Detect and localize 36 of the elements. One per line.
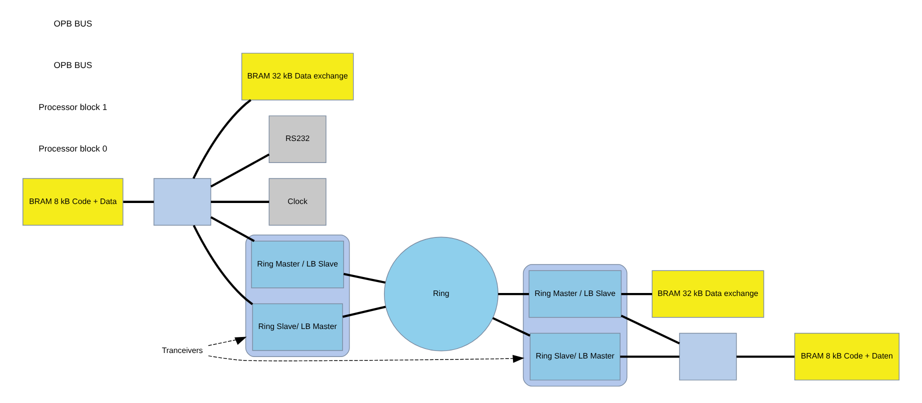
connector [192, 224, 254, 306]
connector [123, 200, 154, 203]
node-box: Ring Slave/ LB Master [252, 303, 343, 351]
node-box: BRAM 32 kB Data exchange [652, 270, 764, 318]
node-box: RS232 [268, 115, 326, 163]
label: Processor block 1 [38, 102, 108, 112]
connector [492, 317, 530, 337]
connector [210, 216, 255, 242]
arrow [208, 354, 524, 363]
connector [498, 292, 529, 296]
connector [342, 306, 386, 318]
node-box: BRAM 8 kB Code + Data [22, 178, 124, 226]
node-box: BRAM 8 kB Code + Daten [794, 332, 900, 380]
label: OPB BUS [54, 60, 92, 70]
label: Processor block 0 [38, 144, 108, 154]
node-text: Tranceivers [162, 346, 203, 355]
node-box: Ring Master / LB Slave [528, 270, 622, 318]
cluster [245, 234, 350, 358]
cluster [522, 264, 628, 387]
node-box [679, 332, 737, 380]
node-box: Clock [268, 178, 326, 226]
node-box: Ring Slave/ LB Master [530, 332, 620, 380]
connector [621, 292, 652, 296]
connector [736, 356, 794, 358]
node-circle: Ring [384, 236, 498, 352]
connector [210, 154, 270, 188]
node-box: Ring Master / LB Slave [251, 240, 344, 288]
arrow [208, 336, 247, 346]
connector [343, 272, 386, 284]
connector [620, 314, 680, 344]
node-box: BRAM 32 kB Data exchange [241, 52, 354, 100]
connector [192, 99, 252, 179]
node-box [154, 178, 212, 226]
connector [210, 200, 270, 203]
connector [620, 356, 680, 358]
label: OPB BUS [54, 18, 92, 28]
